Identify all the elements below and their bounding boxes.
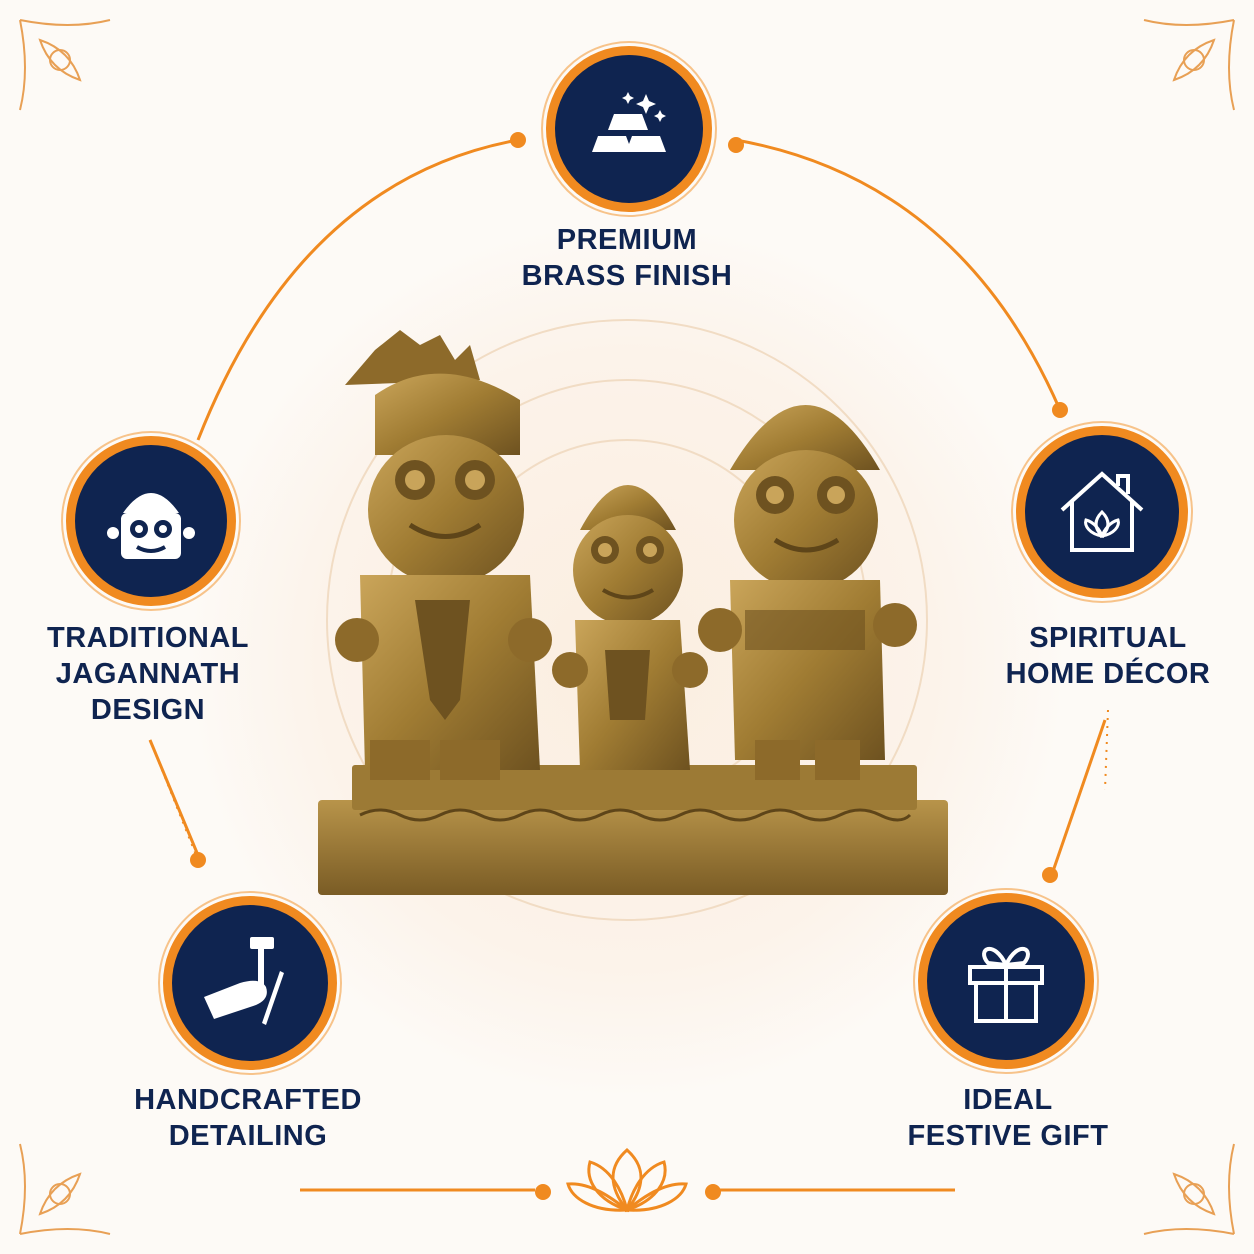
feature-gift-label: IDEAL FESTIVE GIFT: [858, 1082, 1158, 1154]
feature-gift-line2: FESTIVE GIFT: [907, 1120, 1109, 1152]
middle-figure: [552, 485, 708, 770]
corner-ornament-top-right: [1143, 19, 1235, 111]
corner-ornament-top-left: [19, 19, 111, 111]
feature-decor-label: SPIRITUAL HOME DÉCOR: [958, 620, 1254, 692]
feature-handcrafted-line1: HANDCRAFTED: [134, 1084, 362, 1116]
feature-brass-label: PREMIUM BRASS FINISH: [477, 222, 777, 294]
feature-brass-circle: [546, 46, 712, 212]
feature-gift-line1: IDEAL: [963, 1084, 1053, 1116]
jagannath-face-icon: [107, 493, 195, 559]
hammer-chisel-hand-icon: [204, 937, 284, 1025]
statue-base: [318, 800, 948, 895]
feature-gift-circle: [918, 893, 1094, 1069]
feature-design-line1: TRADITIONAL: [46, 622, 250, 654]
connector-lines: [148, 138, 1107, 1192]
house-lotus-icon: [1060, 471, 1144, 552]
corner-ornament-bottom-left: [19, 1143, 111, 1235]
right-figure: [698, 405, 917, 780]
gold-bars-icon: [592, 92, 666, 152]
feature-decor-circle: [1016, 426, 1188, 598]
lotus-icon: [566, 1147, 688, 1213]
feature-handcrafted-circle: [163, 896, 337, 1070]
feature-design-line3: DESIGN: [90, 694, 206, 726]
left-figure: [335, 330, 552, 780]
connector-dots: [190, 132, 1068, 1200]
gift-box-icon: [968, 946, 1044, 1023]
feature-design-label: TRADITIONAL JAGANNATH DESIGN: [0, 620, 296, 728]
feature-handcrafted-label: HANDCRAFTED DETAILING: [98, 1082, 398, 1154]
corner-ornament-bottom-right: [1143, 1143, 1235, 1235]
feature-design-circle: [66, 436, 236, 606]
feature-decor-line1: SPIRITUAL: [1029, 622, 1187, 654]
feature-design-line2: JAGANNATH: [55, 658, 241, 690]
feature-brass-line2: BRASS FINISH: [521, 260, 733, 292]
feature-handcrafted-line2: DETAILING: [168, 1120, 328, 1152]
feature-decor-line2: HOME DÉCOR: [1005, 658, 1211, 690]
feature-brass-line1: PREMIUM: [556, 224, 698, 256]
brass-idol-statue: [318, 330, 948, 895]
dotted-connectors: [149, 709, 1109, 861]
